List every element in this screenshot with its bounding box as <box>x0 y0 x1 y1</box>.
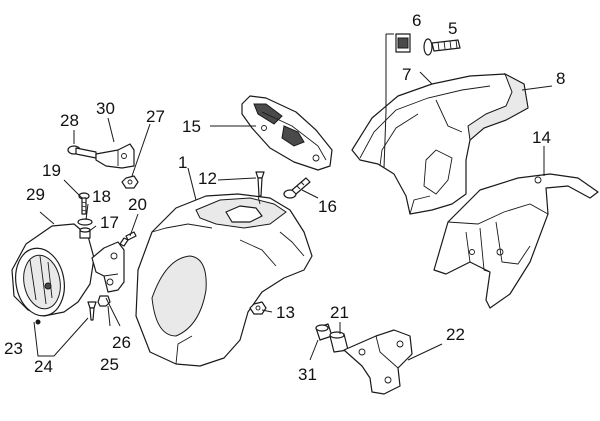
part-label-21: 21 <box>330 303 349 322</box>
screw-part-20 <box>119 231 137 247</box>
part-label-12: 12 <box>198 169 217 188</box>
part-label-7: 7 <box>402 65 411 84</box>
screw-part-12 <box>255 171 265 197</box>
bolt-part-28 <box>67 145 97 159</box>
part-label-15: 15 <box>182 117 201 136</box>
mount-plate-part-30 <box>95 143 135 169</box>
part-label-18: 18 <box>92 187 111 206</box>
part-label-31: 31 <box>298 365 317 384</box>
crest-bracket-part <box>241 95 333 171</box>
part-label-20: 20 <box>128 195 147 214</box>
headlamp-bracket-part <box>91 241 125 293</box>
part-label-17: 17 <box>100 213 119 232</box>
front-fender-part <box>135 193 313 367</box>
part-label-13: 13 <box>276 303 295 322</box>
part-label-24: 24 <box>34 357 53 376</box>
headlamp-housing-part <box>11 223 95 317</box>
part-label-22: 22 <box>446 325 465 344</box>
screw-part-24 <box>87 301 97 321</box>
part-label-5: 5 <box>448 19 457 38</box>
part-label-19: 19 <box>42 161 61 180</box>
part-label-16: 16 <box>318 197 337 216</box>
part-label-28: 28 <box>60 111 79 130</box>
screw-part <box>431 39 461 52</box>
nut-part-13 <box>249 301 267 315</box>
part-label-26: 26 <box>112 333 131 352</box>
clip-nut-part <box>395 33 411 53</box>
self-tapping-screw-part <box>283 177 311 199</box>
nut-part-25 <box>97 295 111 307</box>
bolt-part-19 <box>78 192 90 215</box>
spacer-part-17 <box>79 227 91 239</box>
washer-part-18 <box>77 218 93 226</box>
part-label-30: 30 <box>96 99 115 118</box>
part-label-27: 27 <box>146 107 165 126</box>
part-number-labels: 1 5 6 7 8 12 13 14 15 16 17 18 19 20 21 … <box>4 11 565 384</box>
rear-fender-part <box>351 72 529 215</box>
part-label-25: 25 <box>100 355 119 374</box>
part-label-1: 1 <box>178 153 187 172</box>
nut-part-27 <box>121 175 139 189</box>
part-label-8: 8 <box>556 69 565 88</box>
leader-lines <box>33 71 553 361</box>
part-label-6: 6 <box>412 11 421 30</box>
leader-line <box>383 34 387 169</box>
part-label-23: 23 <box>4 339 23 358</box>
washer-part <box>423 38 433 56</box>
part-label-29: 29 <box>26 185 45 204</box>
grommet-part <box>315 323 333 341</box>
part-label-14: 14 <box>532 128 551 147</box>
rear-support-bracket-part <box>433 173 599 309</box>
license-bracket-part <box>343 329 413 395</box>
